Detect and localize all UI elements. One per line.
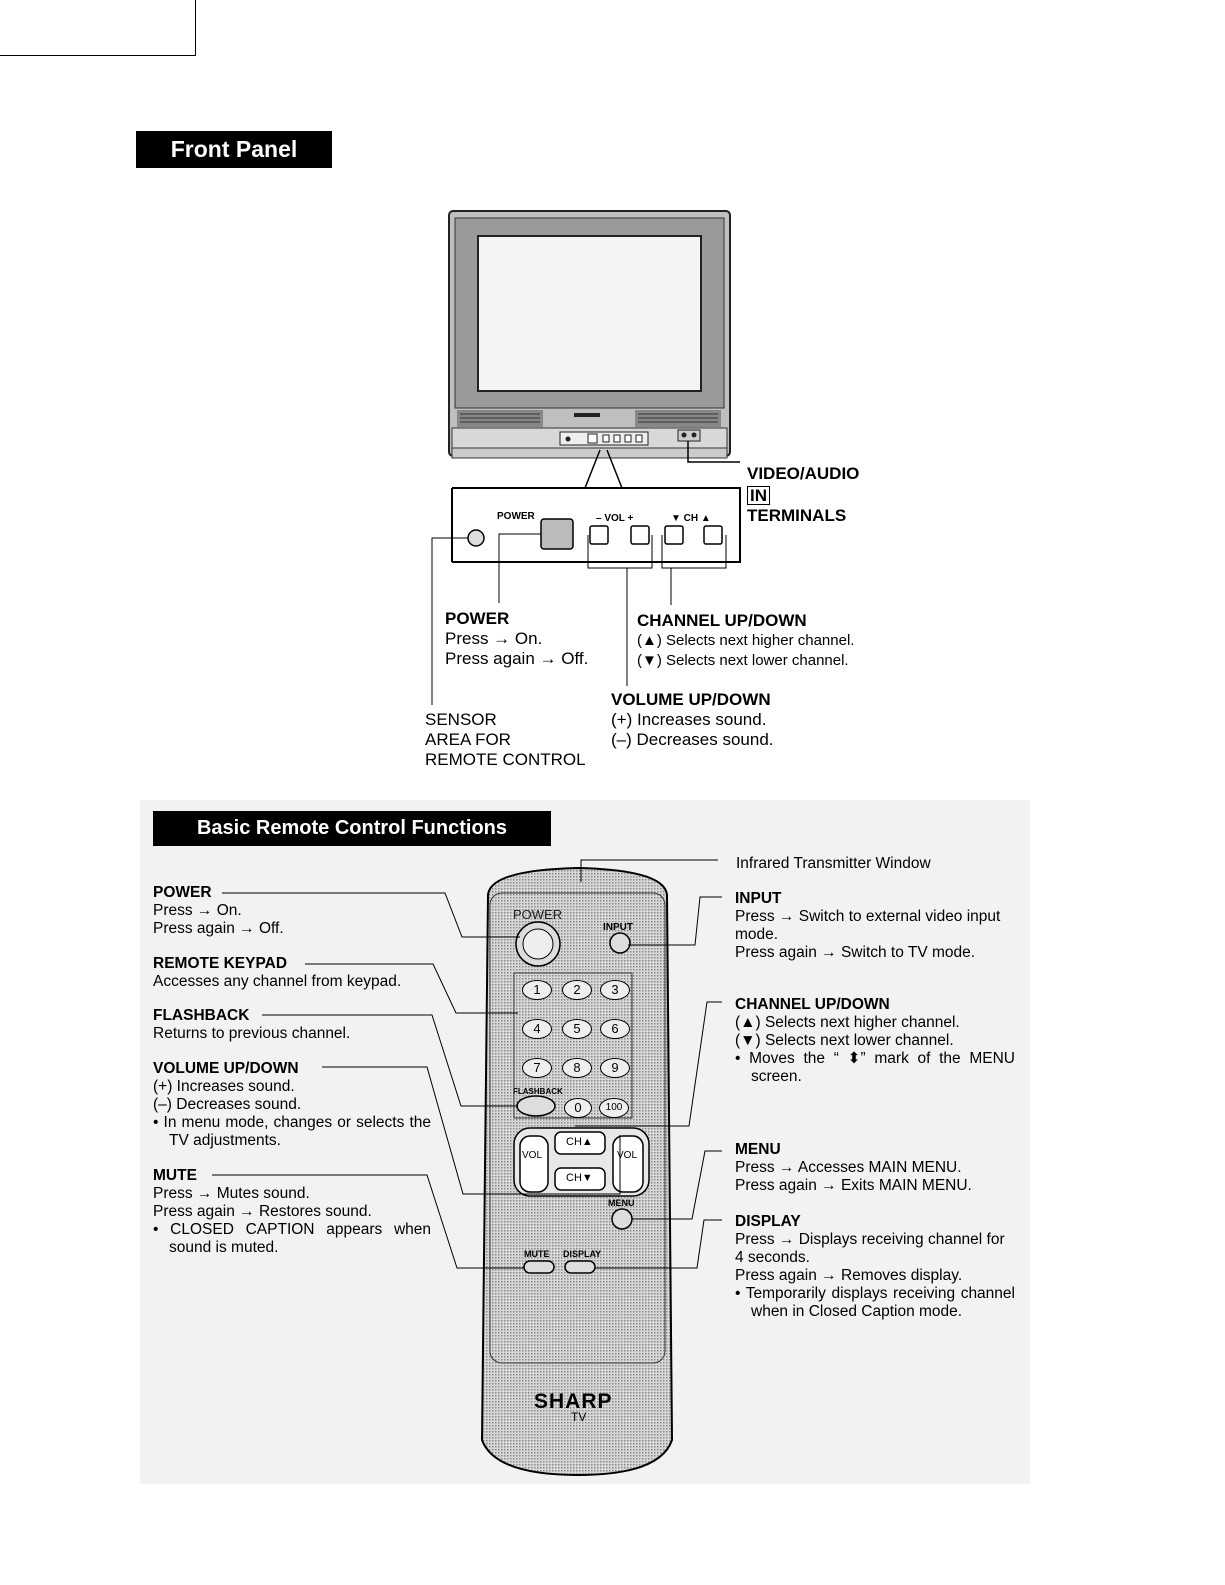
key-3[interactable]: 3 — [600, 980, 630, 1000]
key-9[interactable]: 9 — [600, 1058, 630, 1078]
key-6[interactable]: 6 — [600, 1019, 630, 1039]
rc-display-description: DISPLAY Press → Displays receiving chann… — [735, 1213, 1015, 1321]
rc-channel-line2: (▼) Selects next lower channel. — [735, 1032, 954, 1049]
rc-keypad-line1: Accesses any channel from keypad. — [153, 973, 402, 990]
key-100[interactable]: 100 — [599, 1098, 629, 1118]
page-tab-box — [0, 0, 196, 56]
fp-channel-line1: (▲) Selects next higher channel. — [637, 632, 855, 649]
rc-infrared-label: Infrared Transmitter Window — [736, 855, 931, 872]
rc-display-line2: Press again → Removes display. — [735, 1267, 963, 1284]
fp-sensor-description: SENSOR AREA FOR REMOTE CONTROL — [425, 710, 586, 770]
rc-mute-line1: Press → Mutes sound. — [153, 1185, 310, 1202]
fp-volume-line1: (+) Increases sound. — [611, 710, 767, 729]
rc-menu-heading: MENU — [735, 1141, 781, 1158]
rc-input-description: INPUT Press → Switch to external video i… — [735, 890, 1015, 962]
rc-mute-heading: MUTE — [153, 1167, 197, 1184]
rc-volume-line2: (–) Decreases sound. — [153, 1096, 302, 1113]
remote-vol-down-button[interactable]: VOL — [522, 1150, 543, 1161]
rc-keypad-description: REMOTE KEYPAD Accesses any channel from … — [153, 955, 401, 991]
fp-channel-line2: (▼) Selects next lower channel. — [637, 652, 849, 669]
remote-power-button[interactable]: POWER — [513, 907, 563, 922]
rc-menu-description: MENU Press → Accesses MAIN MENU. Press a… — [735, 1141, 1015, 1195]
rc-display-heading: DISPLAY — [735, 1213, 801, 1230]
key-7[interactable]: 7 — [522, 1058, 552, 1078]
fp-sensor-line3: REMOTE CONTROL — [425, 750, 586, 769]
key-1[interactable]: 1 — [522, 980, 552, 1000]
rc-channel-line1: (▲) Selects next higher channel. — [735, 1014, 960, 1031]
front-panel-title: Front Panel — [136, 131, 332, 168]
fp-channel-heading: CHANNEL UP/DOWN — [637, 611, 807, 630]
remote-ch-up-button[interactable]: CH▲ — [566, 1136, 593, 1148]
fp-volume-heading: VOLUME UP/DOWN — [611, 690, 771, 709]
rc-channel-description: CHANNEL UP/DOWN (▲) Selects next higher … — [735, 996, 1015, 1086]
remote-flashback-button[interactable]: FLASHBACK — [513, 1087, 563, 1096]
rc-keypad-heading: REMOTE KEYPAD — [153, 955, 288, 972]
rc-flashback-description: FLASHBACK Returns to previous channel. — [153, 1007, 350, 1043]
rc-power-line2: Press again → Off. — [153, 920, 284, 937]
rc-power-heading: POWER — [153, 884, 212, 901]
fp-sensor-line2: AREA FOR — [425, 730, 511, 749]
fp-sensor-line1: SENSOR — [425, 710, 497, 729]
remote-display-button[interactable]: DISPLAY — [563, 1249, 602, 1259]
rc-channel-heading: CHANNEL UP/DOWN — [735, 996, 890, 1013]
remote-brand-sub: TV — [571, 1410, 587, 1424]
rc-power-description: POWER Press → On. Press again → Off. — [153, 884, 284, 938]
key-8[interactable]: 8 — [562, 1058, 592, 1078]
terminals-label: TERMINALS — [747, 506, 847, 525]
rc-mute-description: MUTE Press → Mutes sound. Press again → … — [153, 1167, 431, 1257]
rc-flashback-heading: FLASHBACK — [153, 1007, 250, 1024]
rc-menu-line2: Press again → Exits MAIN MENU. — [735, 1177, 972, 1194]
key-2[interactable]: 2 — [562, 980, 592, 1000]
rc-power-line1: Press → On. — [153, 902, 242, 919]
rc-display-line1: Press → Displays receiving channel for 4… — [735, 1231, 1005, 1266]
rc-channel-bullet: • Moves the “ ⬍” mark of the MENU screen… — [735, 1050, 1015, 1085]
tv-front-illustration — [431, 210, 741, 705]
remote-mute-button[interactable]: MUTE — [524, 1249, 550, 1259]
rc-display-bullet: • Temporarily displays receiving channel… — [735, 1285, 1015, 1320]
rc-input-line2: Press again → Switch to TV mode. — [735, 944, 976, 961]
fp-power-line1: Press → On. — [445, 629, 543, 648]
remote-input-button[interactable]: INPUT — [603, 922, 633, 933]
remote-section-title: Basic Remote Control Functions — [153, 811, 551, 846]
rc-mute-line2: Press again → Restores sound. — [153, 1203, 372, 1220]
rc-volume-heading: VOLUME UP/DOWN — [153, 1060, 299, 1077]
fp-channel-description: CHANNEL UP/DOWN (▲) Selects next higher … — [637, 611, 854, 671]
remote-vol-up-button[interactable]: VOL — [617, 1150, 638, 1161]
panel-ch-label: ▼ CH ▲ — [671, 513, 711, 524]
key-5[interactable]: 5 — [562, 1019, 592, 1039]
remote-brand-logo: SHARP — [534, 1390, 613, 1413]
fp-power-heading: POWER — [445, 609, 510, 628]
panel-vol-label: – VOL + — [596, 513, 634, 524]
panel-power-label: POWER — [497, 511, 535, 522]
remote-menu-button[interactable]: MENU — [608, 1198, 635, 1208]
rc-input-line1: Press → Switch to external video input m… — [735, 908, 1001, 943]
key-0[interactable]: 0 — [564, 1098, 592, 1118]
key-4[interactable]: 4 — [522, 1019, 552, 1039]
video-audio-callout: VIDEO/AUDIO IN TERMINALS — [747, 464, 859, 526]
rc-menu-line1: Press → Accesses MAIN MENU. — [735, 1159, 962, 1176]
remote-ch-down-button[interactable]: CH▼ — [566, 1172, 593, 1184]
fp-volume-line2: (–) Decreases sound. — [611, 730, 774, 749]
rc-volume-description: VOLUME UP/DOWN (+) Increases sound. (–) … — [153, 1060, 431, 1150]
fp-power-description: POWER Press → On. Press again → Off. — [445, 609, 588, 669]
rc-flashback-line1: Returns to previous channel. — [153, 1025, 351, 1042]
video-audio-heading: VIDEO/AUDIO — [747, 464, 860, 483]
rc-input-heading: INPUT — [735, 890, 782, 907]
rc-volume-line1: (+) Increases sound. — [153, 1078, 295, 1095]
fp-power-line2: Press again → Off. — [445, 649, 589, 668]
fp-volume-description: VOLUME UP/DOWN (+) Increases sound. (–) … — [611, 690, 774, 750]
rc-mute-bullet: • CLOSED CAPTION appears when sound is m… — [153, 1221, 431, 1256]
rc-volume-bullet: • In menu mode, changes or selects the T… — [153, 1114, 431, 1149]
in-badge: IN — [747, 486, 770, 505]
